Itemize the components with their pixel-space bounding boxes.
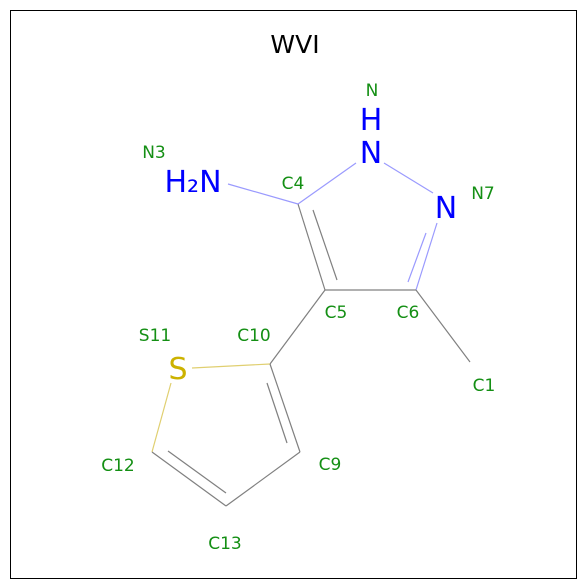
bond-n-n7: [383, 162, 434, 194]
bond-n7-c6: [415, 222, 438, 291]
atom-label-n7: N7: [471, 184, 495, 204]
bond-c5-c4-second: [312, 209, 338, 281]
pyrrole-h-atom-symbol: H: [360, 103, 383, 138]
atom-label-c10: C10: [237, 326, 271, 346]
bonds: [151, 162, 471, 507]
atom-label-c4: C4: [282, 174, 305, 194]
bond-c6-c1: [415, 289, 471, 363]
bond-c9-c13: [225, 451, 301, 507]
pyrrole-n-atom-symbol: N: [360, 136, 382, 171]
diagram-title: WVI: [270, 30, 319, 59]
bond-c4-n-pyrrole: [297, 162, 357, 205]
bond-c4-n3: [227, 183, 299, 205]
atom-label-n3: N3: [142, 143, 166, 163]
atom-label-c13: C13: [208, 534, 242, 554]
bond-s11-c12: [151, 382, 172, 453]
atom-label-s11: S11: [139, 326, 171, 346]
bond-c10-c9-second: [266, 382, 288, 444]
atom-label-n-top: N: [366, 81, 379, 101]
bond-c10-s11: [191, 363, 271, 369]
atom-labels: N3 C4 N N7 C5 C6 S11 C10 C1 C12 C9 C13: [101, 81, 495, 554]
amine-atom-symbol: H₂N: [164, 165, 221, 200]
bond-c13-c12-second: [167, 450, 227, 494]
bond-c10-c9: [269, 363, 301, 453]
bond-c5-c10: [269, 289, 326, 365]
bond-c13-c12: [151, 451, 227, 507]
bond-c5-c4: [297, 203, 326, 291]
atom-label-c9: C9: [319, 455, 342, 475]
atom-label-c12: C12: [101, 456, 135, 476]
frame-border: [10, 10, 577, 579]
atom-label-c1: C1: [473, 376, 496, 396]
atom-label-c5: C5: [325, 303, 348, 323]
imine-n-atom-symbol: N: [435, 191, 457, 226]
bond-n7-c6-second: [407, 232, 427, 283]
atom-label-c6: C6: [397, 303, 420, 323]
sulfur-atom-symbol: S: [168, 352, 187, 387]
